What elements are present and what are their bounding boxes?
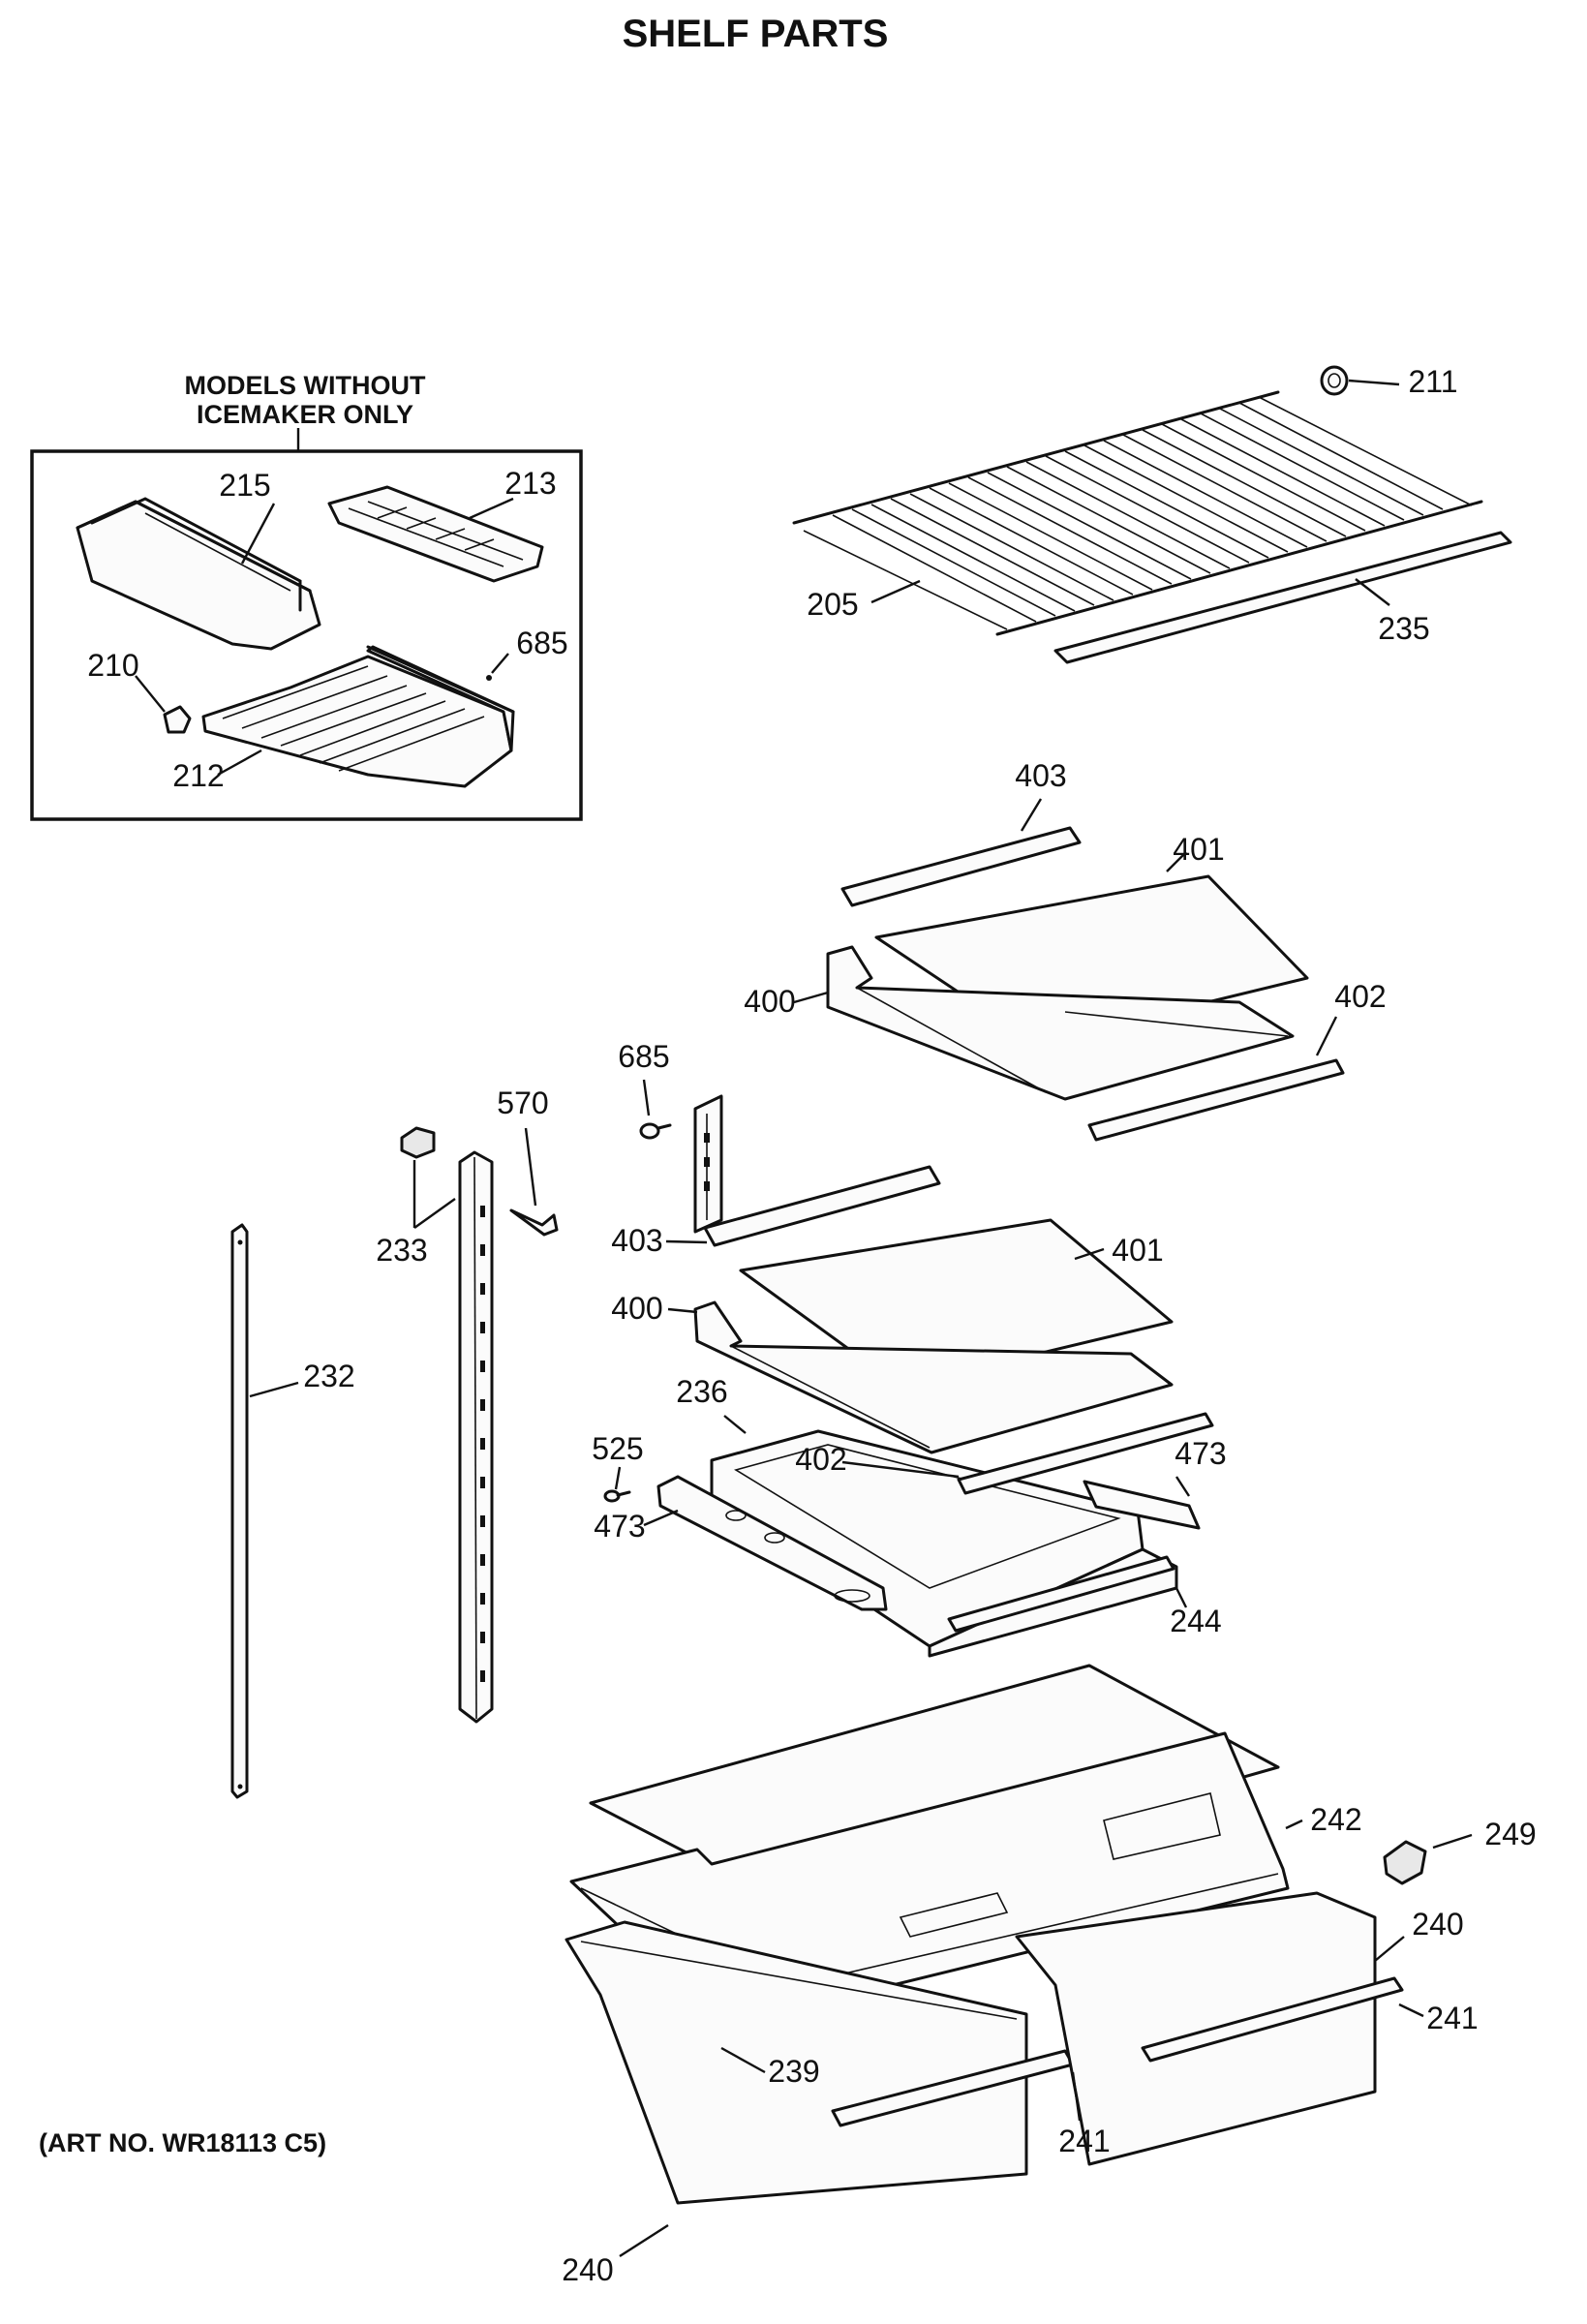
label-212: 212	[172, 758, 224, 793]
label-402-lower: 402	[795, 1442, 846, 1477]
label-240-right: 240	[1412, 1907, 1463, 1942]
label-241-left: 241	[1058, 2124, 1110, 2158]
label-249: 249	[1484, 1817, 1536, 1851]
label-213: 213	[504, 466, 556, 501]
drawer-240-right	[1015, 1891, 1404, 2166]
shelf-trim-235	[1053, 531, 1512, 664]
handle-241-right	[1141, 1976, 1404, 2063]
art-number: (ART NO. WR18113 C5)	[39, 2128, 326, 2157]
inset-heading-line2: ICEMAKER ONLY	[197, 400, 413, 429]
vertical-rail-right	[458, 1150, 494, 1724]
pan-assembly-236	[656, 1412, 1214, 1658]
label-685-inset: 685	[516, 626, 567, 660]
label-400-upper: 400	[744, 984, 795, 1019]
vertical-rail-232	[230, 1223, 249, 1799]
label-233: 233	[376, 1233, 427, 1268]
icemaker-shelf-212	[201, 645, 515, 788]
ice-tray-213	[327, 485, 544, 583]
lower-shelf-assembly	[693, 1165, 1174, 1454]
ice-bucket-215	[76, 497, 321, 651]
shelf-trim-403-upper	[840, 826, 1082, 907]
label-244: 244	[1170, 1604, 1221, 1638]
label-403-upper: 403	[1015, 758, 1066, 793]
label-242: 242	[1310, 1802, 1361, 1837]
slide-473-right	[1083, 1480, 1201, 1530]
label-473-right: 473	[1175, 1436, 1226, 1471]
label-685: 685	[618, 1039, 669, 1074]
upper-shelf-assembly	[826, 826, 1345, 1142]
label-402-upper: 402	[1334, 979, 1386, 1014]
shelf-trim-402-lower	[957, 1412, 1214, 1495]
shelf-trim-402-upper	[1087, 1058, 1345, 1142]
diagram-title: SHELF PARTS	[623, 13, 889, 55]
screw-525	[603, 1489, 631, 1503]
screw-570	[509, 1208, 559, 1237]
cap-211	[1320, 365, 1349, 396]
label-211: 211	[1408, 364, 1457, 399]
inset-heading-line1: MODELS WITHOUT	[185, 371, 426, 400]
label-236: 236	[676, 1374, 727, 1409]
label-210: 210	[87, 648, 138, 683]
trim-244	[947, 1555, 1175, 1633]
vertical-bracket-short	[693, 1094, 723, 1234]
label-401-lower: 401	[1112, 1233, 1163, 1268]
label-205: 205	[807, 587, 858, 622]
wire-shelf-205	[792, 390, 1483, 636]
label-241-right: 241	[1426, 2001, 1478, 2035]
label-400-lower: 400	[611, 1291, 662, 1326]
label-215: 215	[219, 468, 270, 503]
inset-box-icemaker: MODELS WITHOUT ICEMAKER ONLY	[30, 371, 583, 821]
label-232: 232	[303, 1359, 354, 1393]
label-403-lower: 403	[611, 1223, 662, 1258]
inset-frame	[30, 449, 583, 821]
label-473-left: 473	[594, 1509, 645, 1544]
bolt-210	[163, 705, 192, 734]
label-235: 235	[1378, 611, 1429, 646]
label-525: 525	[592, 1431, 643, 1466]
bracket-249	[1383, 1840, 1427, 1885]
drawer-240-left	[565, 1920, 1075, 2205]
label-239: 239	[768, 2054, 819, 2089]
label-240-left: 240	[562, 2252, 613, 2287]
label-570: 570	[497, 1086, 548, 1120]
screw-685	[639, 1122, 672, 1140]
shelf-trim-403-lower	[703, 1165, 941, 1247]
cap-233	[400, 1126, 436, 1159]
label-401-upper: 401	[1173, 832, 1224, 867]
